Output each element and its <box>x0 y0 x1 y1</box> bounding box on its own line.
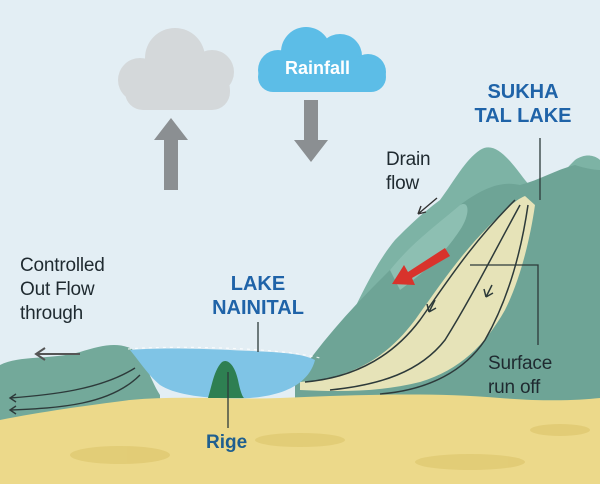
controlled-line-3: through <box>20 303 84 324</box>
drain-small-arrow <box>417 197 438 215</box>
drain-line-2: flow <box>386 173 419 194</box>
evaporation-arrow-up <box>154 118 188 190</box>
surface-runoff-label: Surface run off <box>488 352 552 400</box>
outflow-arrow <box>34 347 80 361</box>
ridge-hill <box>208 360 244 398</box>
nainital-line-1: LAKE <box>230 273 286 295</box>
controlled-outflow-label: Controlled Out Flow through <box>20 254 105 326</box>
surface-line-2: run off <box>488 377 541 398</box>
rige-label: Rige <box>206 432 248 453</box>
runoff-band <box>300 196 535 392</box>
drain-flow-label: Drain flow <box>386 148 431 196</box>
surface-leader-line <box>470 264 539 345</box>
sukha-line-2: TAL LAKE <box>474 105 572 127</box>
surface-line-1: Surface <box>488 353 553 374</box>
outflow-lines <box>8 367 141 415</box>
rainfall-label: Rainfall <box>285 58 351 78</box>
drain-red-arrow <box>392 248 450 285</box>
mountain-highlight <box>390 204 468 290</box>
lake-ripples <box>127 346 321 359</box>
controlled-line-1: Controlled <box>20 255 105 276</box>
runoff-small-arrows <box>426 284 494 313</box>
rainfall-cloud <box>258 27 386 92</box>
controlled-line-2: Out Flow <box>20 279 95 300</box>
nainital-line-2: NAINITAL <box>212 297 304 319</box>
sukha-line-1: SUKHA <box>487 81 559 103</box>
sukha-tal-lake-label: SUKHA TAL LAKE <box>468 80 578 128</box>
drain-line-1: Drain <box>386 149 431 170</box>
grey-cloud <box>118 28 234 110</box>
runoff-lines <box>304 199 529 395</box>
rainfall-arrow-down <box>294 100 328 162</box>
lake-nainital-label: LAKE NAINITAL <box>198 272 318 320</box>
ground-patches <box>70 424 590 470</box>
